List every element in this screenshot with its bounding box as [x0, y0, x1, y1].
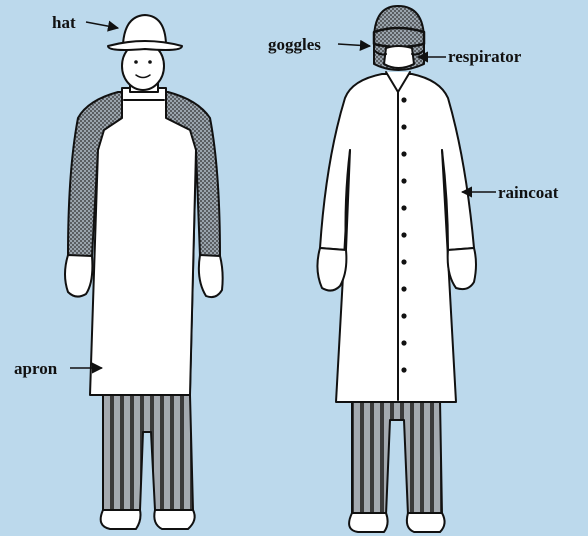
respirator-shape [384, 46, 414, 68]
left-figure [65, 15, 223, 529]
respirator-label: respirator [448, 48, 521, 65]
goggles-arrow [338, 44, 370, 46]
left-hand-left [65, 255, 92, 297]
apron-label: apron [14, 360, 57, 377]
raincoat-label: raincoat [498, 184, 558, 201]
hat-label: hat [52, 14, 76, 31]
goggles-label: goggles [268, 36, 321, 53]
goggles-shape [374, 28, 424, 47]
left-shoe-right [154, 510, 194, 529]
apron [90, 88, 196, 395]
hat [123, 15, 166, 44]
right-figure [317, 6, 476, 532]
left-shoe-left [101, 510, 141, 529]
left-hand-right [199, 255, 223, 297]
hat-arrow [86, 22, 118, 28]
right-trousers [352, 400, 442, 515]
left-trousers [103, 395, 193, 510]
